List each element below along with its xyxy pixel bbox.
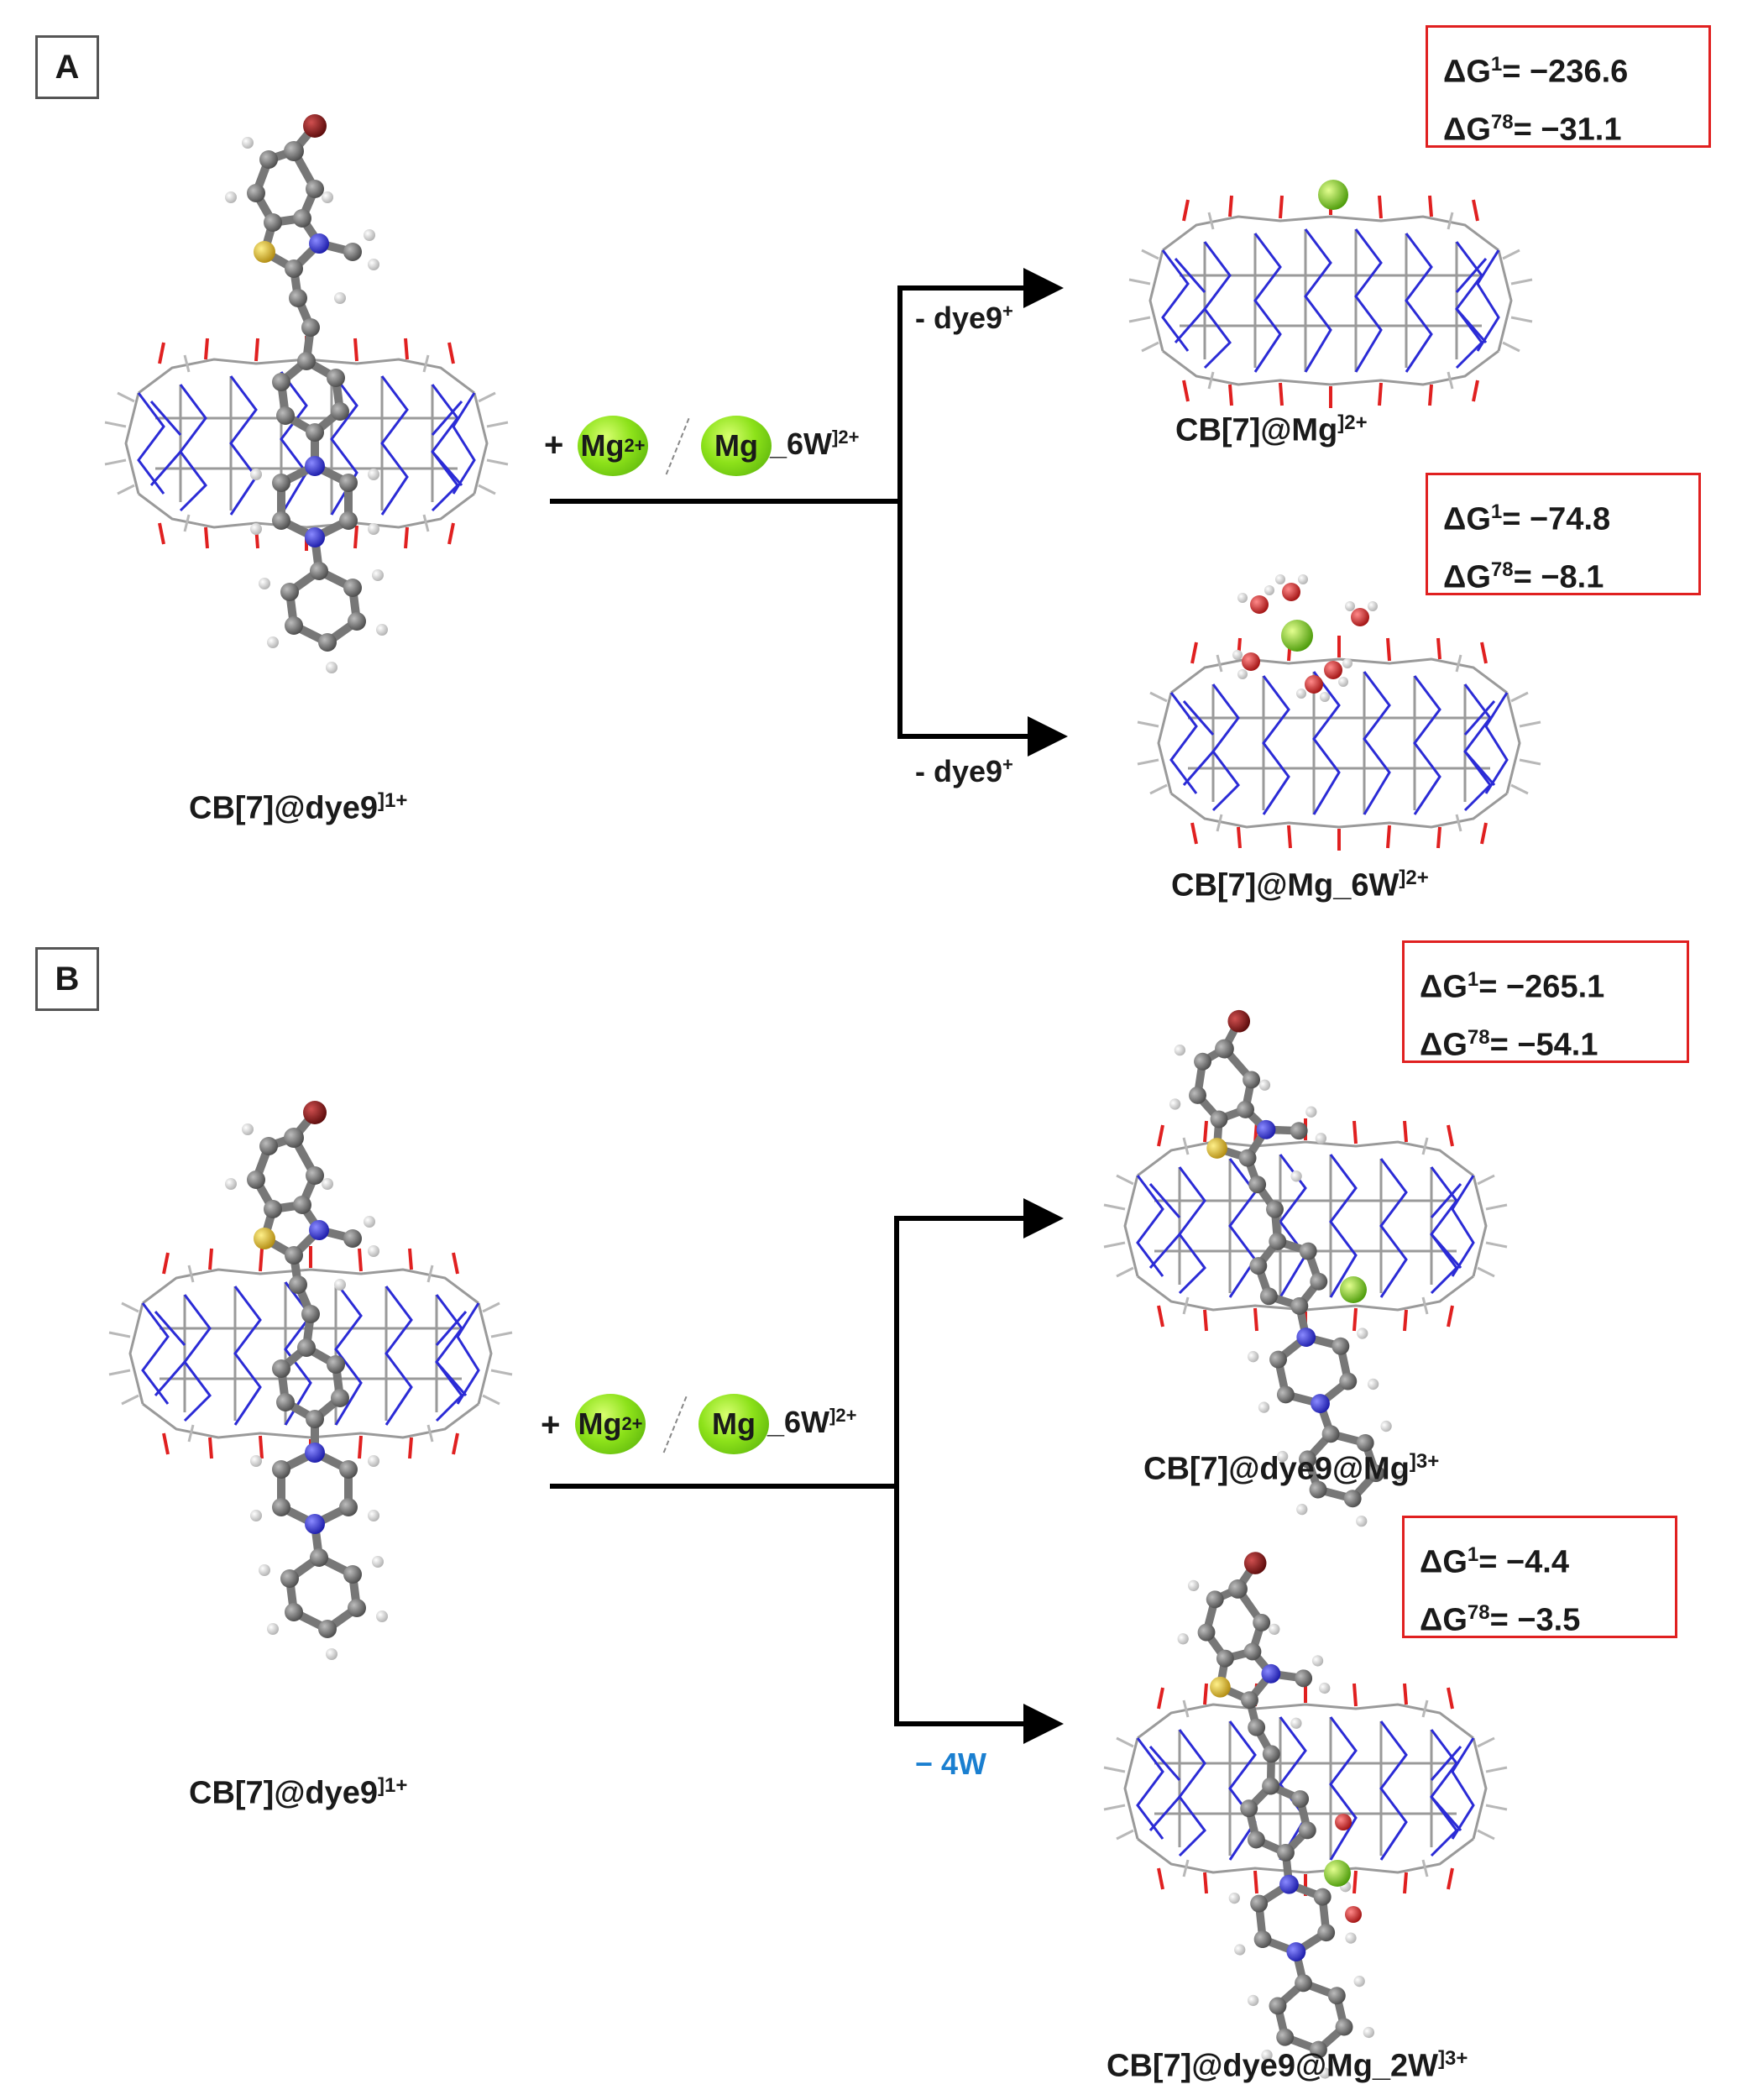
label-charge: ]3+: [1409, 1450, 1440, 1473]
energy-line-1: ΔG1= −265.1: [1420, 955, 1672, 1013]
dielectric-sup: 78: [1467, 1600, 1490, 1624]
dielectric-sup: 78: [1467, 1025, 1490, 1049]
delta-g: ΔG: [1420, 1027, 1468, 1063]
panel-b-energy-box-1: ΔG1= −265.1 ΔG78= −54.1: [1402, 940, 1689, 1063]
panel-b-product1-label: CB[7]@dye9@Mg]3+: [1143, 1450, 1439, 1488]
mg6w-tail: _6W]2+: [770, 427, 859, 462]
label-text: CB[7]@dye9@Mg_2W: [1107, 2048, 1439, 2084]
magnesium-ion: [1340, 1276, 1367, 1303]
energy-line-1: ΔG1= −236.6: [1443, 39, 1693, 97]
water-oxygen: [1335, 1814, 1352, 1830]
label-charge: ]2+: [1399, 867, 1429, 889]
panel-b-tag: B: [35, 947, 99, 1011]
mg-symbol: Mg: [712, 1406, 756, 1441]
panel-a-reactant-molecule: [103, 114, 510, 673]
panel-b-energy-box-2: ΔG1= −4.4 ΔG78= −3.5: [1402, 1516, 1677, 1638]
step-text: - dye9: [915, 754, 1003, 788]
mg6w-ball: Mg: [701, 416, 772, 476]
dielectric-sup: 1: [1490, 500, 1503, 523]
mg6w-text: _6W: [767, 1405, 830, 1439]
mg-symbol: Mg: [580, 428, 625, 463]
delta-g: ΔG: [1443, 501, 1491, 537]
mg-symbol: Mg: [714, 428, 758, 463]
label-text: CB[7]@dye9: [189, 790, 378, 826]
delta-g: ΔG: [1420, 969, 1468, 1005]
mg6w-tail: _6W]2+: [767, 1405, 856, 1440]
water-molecules: [1232, 574, 1378, 702]
label-text: CB[7]@dye9@Mg: [1143, 1451, 1410, 1487]
energy-value: = −74.8: [1502, 501, 1611, 537]
energy-value: = −265.1: [1478, 969, 1605, 1005]
panel-a-product1-molecule: [1127, 180, 1534, 410]
dielectric-sup: 78: [1490, 110, 1514, 134]
plus-sign: +: [541, 1406, 561, 1443]
panel-a-step1-label: - dye9+: [915, 301, 1013, 336]
delta-g: ΔG: [1443, 54, 1491, 90]
label-charge: ]1+: [378, 789, 408, 812]
label-text: CB[7]@dye9: [189, 1775, 378, 1811]
panel-b-product2-label: CB[7]@dye9@Mg_2W]3+: [1107, 2047, 1468, 2085]
panel-a-reactant-label: CB[7]@dye9]1+: [189, 789, 407, 827]
mg6w-charge: ]2+: [829, 1405, 857, 1426]
label-charge: ]3+: [1438, 2047, 1468, 2070]
panel-a-energy-box-2: ΔG1= −74.8 ΔG78= −8.1: [1426, 473, 1701, 595]
panel-a-tag: A: [35, 35, 99, 99]
panel-a-step2-label: - dye9+: [915, 754, 1013, 789]
mg-charge: 2+: [621, 1413, 643, 1434]
mg-symbol: Mg: [578, 1406, 622, 1441]
magnesium-ion: [1281, 620, 1313, 652]
panel-b-product2-molecule: [1102, 1545, 1509, 2089]
panel-b-step2-label: − 4W: [915, 1747, 987, 1781]
energy-value: = −54.1: [1489, 1027, 1598, 1063]
delta-g: ΔG: [1420, 1544, 1468, 1580]
label-charge: ]1+: [378, 1774, 408, 1797]
energy-value: = −3.5: [1489, 1602, 1581, 1638]
step-charge: +: [1002, 754, 1013, 775]
energy-line-1: ΔG1= −74.8: [1443, 487, 1683, 545]
delta-g: ΔG: [1443, 112, 1491, 148]
mg6w-charge: ]2+: [832, 427, 860, 448]
energy-line-2: ΔG78= −31.1: [1443, 97, 1693, 155]
energy-line-2: ΔG78= −3.5: [1420, 1588, 1660, 1646]
label-text: CB[7]@Mg: [1175, 412, 1338, 448]
panel-a-product1-label: CB[7]@Mg]2+: [1175, 411, 1368, 449]
step-charge: +: [1002, 301, 1013, 322]
delta-g: ΔG: [1420, 1602, 1468, 1638]
panel-a-reaction-arrows: [550, 268, 1068, 757]
dielectric-sup: 1: [1490, 53, 1503, 76]
label-charge: ]2+: [1337, 411, 1368, 434]
dielectric-sup: 78: [1490, 558, 1514, 581]
panel-a-product2-label: CB[7]@Mg_6W]2+: [1171, 867, 1429, 904]
step-text: - dye9: [915, 301, 1003, 335]
mg6w-ball: Mg: [698, 1394, 769, 1454]
label-text: CB[7]@Mg_6W: [1171, 867, 1400, 903]
magnesium-ion: [1318, 180, 1348, 210]
energy-value: = −4.4: [1478, 1544, 1569, 1580]
plus-sign: +: [544, 427, 564, 463]
energy-line-1: ΔG1= −4.4: [1420, 1530, 1660, 1588]
energy-value: = −31.1: [1513, 112, 1622, 148]
mg6w-text: _6W: [770, 427, 833, 461]
panel-b-reactant-label: CB[7]@dye9]1+: [189, 1774, 407, 1812]
panel-a-energy-box-1: ΔG1= −236.6 ΔG78= −31.1: [1426, 25, 1711, 148]
magnesium-ion: [1324, 1860, 1351, 1887]
panel-b-reaction-arrows: [550, 1198, 1064, 1744]
energy-value: = −236.6: [1502, 54, 1629, 90]
panel-b-product1-molecule: [1102, 996, 1509, 1548]
panel-a-product2-molecule: [1136, 574, 1542, 852]
energy-value: = −8.1: [1513, 559, 1604, 595]
energy-line-2: ΔG78= −8.1: [1443, 545, 1683, 603]
dielectric-sup: 1: [1467, 968, 1479, 991]
panel-b-reactant-molecule: [107, 1101, 514, 1660]
delta-g: ΔG: [1443, 559, 1491, 595]
water-oxygen: [1345, 1906, 1362, 1923]
mg-charge: 2+: [624, 435, 646, 456]
energy-line-2: ΔG78= −54.1: [1420, 1013, 1672, 1071]
dielectric-sup: 1: [1467, 1543, 1479, 1566]
